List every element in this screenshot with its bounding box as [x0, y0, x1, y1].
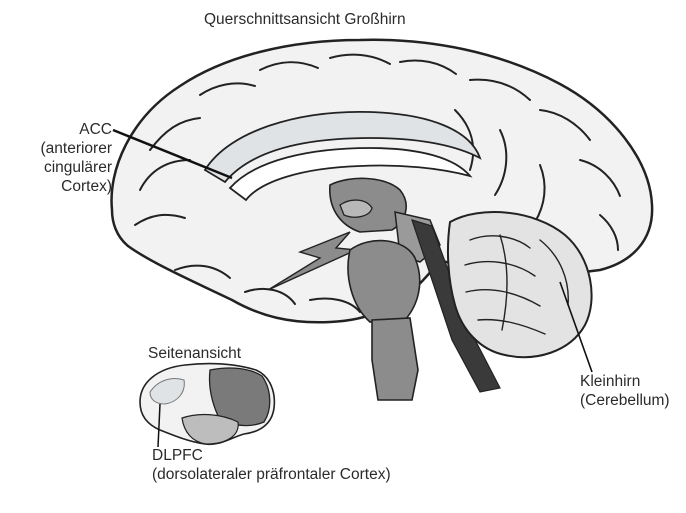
side-view-title: Seitenansicht	[148, 344, 241, 363]
acc-label-line4: Cortex)	[8, 177, 112, 196]
acc-label: ACC (anteriorer cingulärer Cortex)	[8, 120, 112, 196]
side-view-brain	[140, 364, 274, 447]
dlpfc-label-line2: (dorsolateraler präfrontaler Cortex)	[152, 465, 391, 484]
cerebellum-label-line1: Kleinhirn	[580, 372, 670, 391]
acc-label-line1: ACC	[8, 120, 112, 139]
cerebellum-label-line2: (Cerebellum)	[580, 391, 670, 410]
dlpfc-label: DLPFC (dorsolateraler präfrontaler Corte…	[152, 446, 391, 484]
diagram-title: Querschnittsansicht Großhirn	[204, 10, 406, 29]
cerebellum-label: Kleinhirn (Cerebellum)	[580, 372, 670, 410]
pons	[348, 241, 420, 322]
brainstem	[372, 318, 418, 400]
dlpfc-label-line1: DLPFC	[152, 446, 391, 465]
acc-label-line3: cingulärer	[8, 158, 112, 177]
acc-label-line2: (anteriorer	[8, 139, 112, 158]
pineal-region	[340, 200, 372, 217]
